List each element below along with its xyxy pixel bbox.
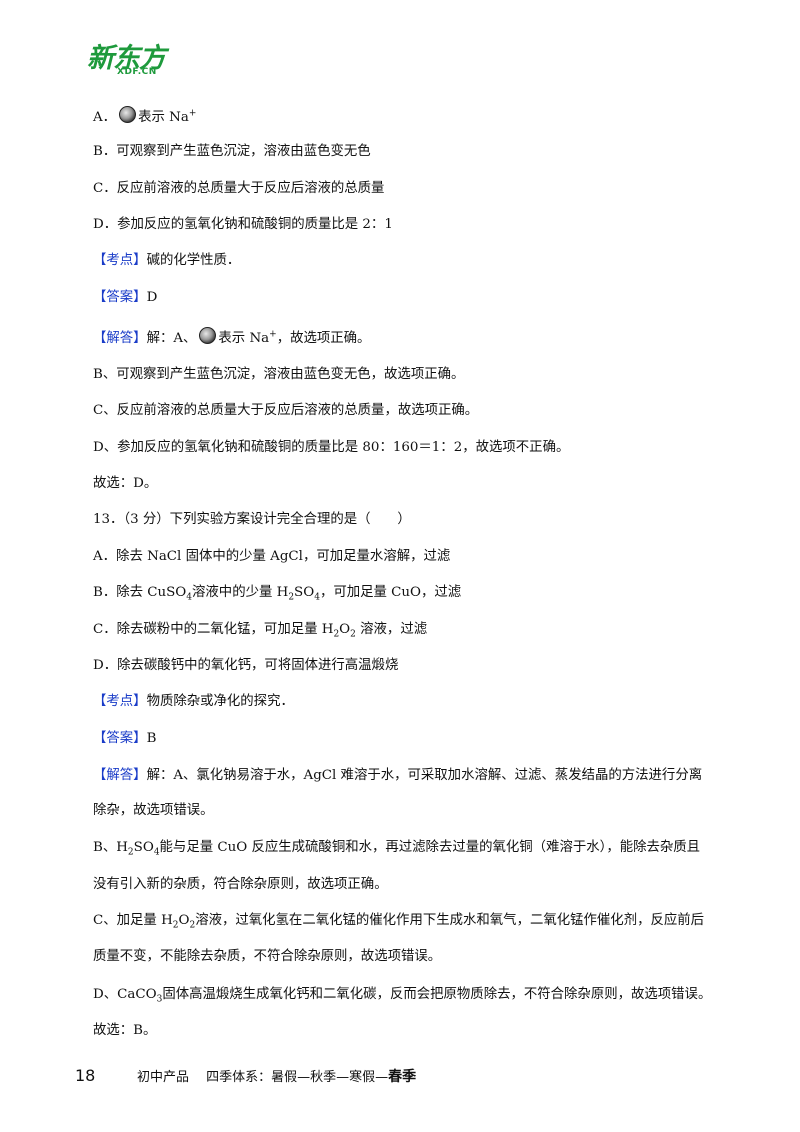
q13-answer: 【答案】B [93, 731, 157, 746]
q13-jieda-a-line1: 【解答】解：A、氯化钠易溶于水，AgCl 难溶于水，可采取加水溶解、过滤、蒸发结… [93, 768, 703, 783]
q12-jieda-c: C、反应前溶液的总质量大于反应后溶液的总质量，故选项正确。 [93, 403, 479, 418]
xdf-logo: 新东方 XDF.CN [87, 36, 179, 84]
q13-option-b: B．除去 CuSO4溶液中的少量 H2SO4，可加足量 CuO，过滤 [93, 585, 462, 603]
q12-choose: 故选：D。 [93, 476, 158, 491]
q12-jieda-d: D、参加反应的氢氧化钠和硫酸铜的质量比是 80：160＝1：2，故选项不正确。 [93, 440, 570, 455]
q12-kaodian: 【考点】碱的化学性质． [93, 253, 241, 268]
sodium-ion-icon [199, 327, 217, 344]
logo-text: 新东方 [87, 43, 166, 74]
q13-jieda-c-line2: 质量不变，不能除去杂质，不符合除杂原则，故选项错误。 [93, 949, 442, 964]
q13-jieda-c-line1: C、加足量 H2O2溶液，过氧化氢在二氧化锰的催化作用下生成水和氧气，二氧化锰作… [93, 913, 705, 931]
q13-stem: 13．（3 分）下列实验方案设计完全合理的是（ ） [93, 512, 411, 527]
q12-option-d: D．参加反应的氢氧化钠和硫酸铜的质量比是 2：1 [93, 217, 393, 232]
q13-jieda-d: D、CaCO3固体高温煅烧生成氧化钙和二氧化碳，反而会把原物质除去，不符合除杂原… [93, 987, 712, 1005]
q13-jieda-b-line2: 没有引入新的杂质，符合除杂原则，故选项正确。 [93, 877, 388, 892]
page-number: 18 [75, 1066, 96, 1085]
q13-kaodian: 【考点】物质除杂或净化的探究． [93, 694, 294, 709]
logo-subtext: XDF.CN [117, 67, 157, 77]
q13-jieda-b-line1: B、H2SO4能与足量 CuO 反应生成硫酸铜和水，再过滤除去过量的氧化铜（难溶… [93, 840, 701, 858]
footer-text: 初中产品 四季体系：暑假—秋季—寒假—春季 [137, 1069, 417, 1085]
sodium-ion-icon [119, 106, 137, 123]
q12-answer: 【答案】D [93, 290, 158, 305]
q12-option-a: A．表示 Na+ [93, 106, 196, 127]
q12-option-c: C．反应前溶液的总质量大于反应后溶液的总质量 [93, 181, 385, 196]
q13-jieda-a-line2: 除杂，故选项错误。 [93, 803, 214, 818]
q12-jieda-b: B、可观察到产生蓝色沉淀，溶液由蓝色变无色，故选项正确。 [93, 367, 465, 382]
q12-jieda-a: 【解答】解：A、表示 Na+，故选项正确。 [93, 327, 370, 348]
q13-option-c: C．除去碳粉中的二氧化锰，可加足量 H2O2 溶液，过滤 [93, 622, 428, 640]
q13-option-d: D．除去碳酸钙中的氧化钙，可将固体进行高温煅烧 [93, 658, 399, 673]
q13-choose: 故选：B。 [93, 1023, 157, 1038]
q12-option-b: B．可观察到产生蓝色沉淀，溶液由蓝色变无色 [93, 144, 371, 159]
q13-option-a: A．除去 NaCl 固体中的少量 AgCl，可加足量水溶解，过滤 [93, 549, 451, 564]
